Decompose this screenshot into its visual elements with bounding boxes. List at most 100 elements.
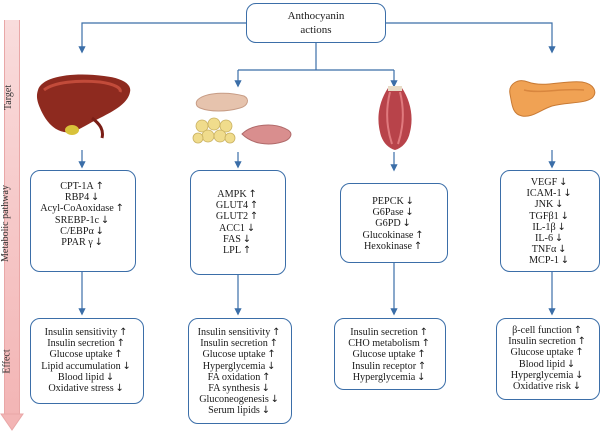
arrow-down-icon: ↓ — [261, 383, 270, 395]
pathway-item-label: LPL — [222, 245, 242, 257]
pathway-item-label: IL-1β — [532, 221, 556, 233]
effect-item: Glucose uptake↑ — [335, 349, 445, 360]
effect-item-label: Glucose uptake — [352, 349, 416, 361]
effect-item: Insulin secretion↑ — [189, 338, 291, 349]
arrow-down-icon: ↓ — [566, 358, 576, 370]
effect-list: Insulin sensitivity↑Insulin secretion↑Gl… — [189, 327, 291, 417]
effect-item: Blood lipid↓ — [497, 359, 599, 370]
effect-item: Glucose uptake↑ — [31, 349, 143, 360]
pathway-item: C/EBPα↓ — [31, 226, 135, 237]
arrow-down-icon: ↓ — [417, 371, 426, 383]
pathway-item: JNK↓ — [501, 199, 599, 210]
arrow-down-icon: ↓ — [246, 222, 256, 234]
pathway-item: PEPCK↓ — [341, 196, 447, 207]
pathway-item-label: SREBP-1c — [54, 214, 100, 226]
arrow-up-icon: ↑ — [575, 347, 584, 359]
pathway-item-label: Glucokinase — [362, 229, 414, 241]
liver-icon — [36, 74, 131, 139]
arrow-down-icon: ↓ — [560, 255, 570, 267]
effect-item: Insulin sensitivity↑ — [189, 327, 291, 338]
pathway-item: MCP-1↓ — [501, 255, 599, 266]
effect-item-label: FA oxidation — [207, 371, 261, 383]
pathway-item: GLUT2↑ — [191, 211, 285, 222]
arrow-down-icon: ↓ — [405, 196, 415, 207]
pathway-box-adipose: AMPK↑GLUT4↑GLUT2↑ACC1↓FAS↓LPL↑ — [190, 170, 286, 275]
title-line-2: actions — [300, 24, 332, 36]
title-line-1: Anthocyanin — [287, 10, 345, 22]
effect-item-label: Insulin secretion — [200, 338, 268, 350]
arrow-down-icon: ↓ — [557, 221, 566, 233]
arrow-up-icon: ↑ — [272, 327, 281, 338]
effect-item: Oxidative stress↓ — [31, 383, 143, 394]
effect-item-label: Hyperglycemia — [510, 369, 574, 381]
effect-box-pancreas: β-cell function↑Insulin secretion↑Glucos… — [496, 318, 600, 400]
pathway-item: G6PD↓ — [341, 218, 447, 229]
pathway-item-label: GLUT2 — [215, 211, 249, 223]
effect-item: Lipid accumulation↓ — [31, 361, 143, 372]
effect-item-label: Oxidative stress — [48, 383, 114, 395]
arrow-down-icon: ↓ — [267, 360, 276, 372]
pathway-item: TGFβ1↓ — [501, 211, 599, 222]
arrow-down-icon: ↓ — [122, 360, 131, 372]
pathway-item-label: G6Pase — [372, 207, 404, 219]
effect-item-label: Hyperglycemia — [202, 360, 266, 372]
pathway-item-label: FAS — [223, 233, 241, 245]
pathway-item-label: ACC1 — [218, 222, 246, 234]
effect-list: Insulin sensitivity↑Insulin secretion↑Gl… — [31, 327, 143, 394]
pathway-item-label: CPT-1A — [60, 181, 94, 192]
pathway-item: AMPK↑ — [191, 189, 285, 200]
pathway-item-label: JNK — [534, 199, 554, 211]
pathway-item: GLUT4↑ — [191, 200, 285, 211]
pathway-list: PEPCK↓G6Pase↓G6PD↓Glucokinase↑Hexokinase… — [341, 196, 447, 252]
adipose-muscle-icon — [192, 92, 292, 145]
pathway-list: VEGF↓ICAM-1↓JNK↓TGFβ1↓IL-1β↓IL-6↓TNFα↓MC… — [501, 177, 599, 267]
pathway-item: Acyl-CoAoxidase↑ — [31, 203, 135, 214]
effect-item: Gluconeogenesis↓ — [189, 394, 291, 405]
arrow-up-icon: ↑ — [417, 360, 427, 372]
pathway-item-label: TGFβ1 — [529, 210, 559, 222]
connector-liver — [78, 22, 246, 54]
effect-item-label: CHO metabolism — [348, 338, 420, 350]
pathway-item: CPT-1A↑ — [31, 181, 135, 192]
pathway-item: Glucokinase↑ — [341, 230, 447, 241]
pathway-item-label: PEPCK — [372, 196, 404, 207]
pathway-item: ICAM-1↓ — [501, 188, 599, 199]
arrow-up-icon: ↑ — [248, 189, 257, 200]
arrow-up-icon: ↑ — [242, 245, 252, 257]
pathway-box-pancreas: VEGF↓ICAM-1↓JNK↓TGFβ1↓IL-1β↓IL-6↓TNFα↓MC… — [500, 170, 600, 272]
effect-list: β-cell function↑Insulin secretion↑Glucos… — [497, 325, 599, 392]
pathway-item-label: AMPK — [217, 189, 247, 200]
pathway-item-label: VEGF — [530, 177, 558, 188]
effect-item-label: Hyperglycemia — [352, 371, 416, 383]
effect-item-label: Gluconeogenesis — [199, 394, 269, 406]
arrow-down-icon: ↓ — [90, 192, 100, 204]
effect-item: Hyperglycemia↓ — [189, 361, 291, 372]
effect-item-label: Insulin secretion — [508, 336, 576, 348]
arrow-down-icon: ↓ — [261, 405, 271, 417]
arrow-up-icon: ↑ — [249, 200, 259, 212]
effect-item-label: Glucose uptake — [49, 349, 113, 361]
pathway-item-label: MCP-1 — [528, 255, 559, 267]
arrow-up-icon: ↑ — [262, 371, 271, 383]
pathway-item: VEGF↓ — [501, 177, 599, 188]
effect-item: Hyperglycemia↓ — [497, 370, 599, 381]
pathway-item: SREBP-1c↓ — [31, 215, 135, 226]
arrow-up-icon: ↑ — [415, 229, 424, 241]
effect-item-label: Insulin sensitivity — [44, 327, 118, 338]
effect-item-label: Oxidative risk — [512, 381, 571, 393]
effect-item: Hyperglycemia↓ — [335, 372, 445, 383]
arrow-up-icon: ↑ — [269, 338, 278, 350]
arrow-up-icon: ↑ — [249, 211, 259, 223]
effect-item: Insulin secretion↑ — [497, 336, 599, 347]
arrow-down-icon: ↓ — [560, 210, 569, 222]
effect-item-label: Glucose uptake — [202, 349, 266, 361]
arrow-down-icon: ↓ — [95, 225, 105, 237]
arrow-up-icon: ↑ — [419, 327, 428, 338]
title-box: Anthocyanin actions — [246, 3, 386, 43]
arrow-down-icon: ↓ — [572, 381, 582, 393]
effect-item-label: Insulin secretion — [47, 338, 115, 350]
pathway-item: FAS↓ — [191, 234, 285, 245]
arrow-up-icon: ↑ — [577, 336, 586, 348]
effect-item: Insulin secretion↑ — [31, 338, 143, 349]
